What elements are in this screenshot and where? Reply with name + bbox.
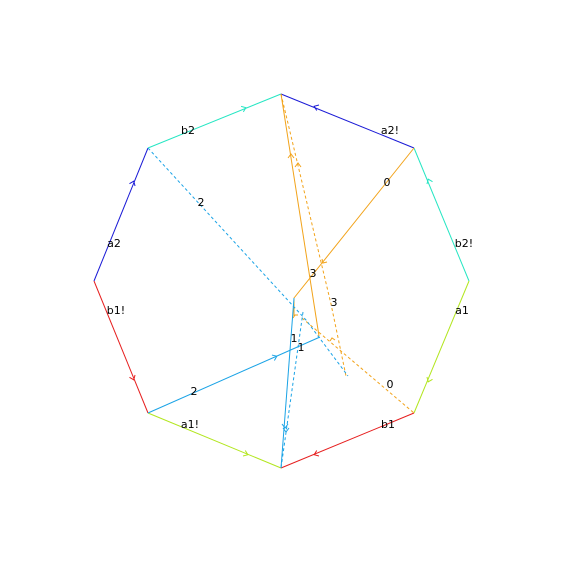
arrow-icon [426,178,433,185]
octagon [93,93,470,469]
edge-label-b2: b2 [181,124,195,137]
arrow-icon [313,450,320,457]
path-cyan-dashed [147,147,349,377]
path-label-2: 2 [198,196,205,209]
edge-arrows [129,104,433,457]
path-cyan-solid-2 [280,297,295,469]
arrow-icon [329,337,336,342]
path-cyan-dashed-2 [280,311,304,469]
edge-label-b1-inverse: b1! [107,304,125,317]
edge-label-a1: a1 [455,304,469,317]
cyan-paths [147,147,349,469]
arrow-icon [313,104,320,111]
path-label-1: 1 [291,332,298,345]
edge-a2-inverse [280,93,415,149]
edge-a2 [93,147,149,282]
arrow-icon [287,153,295,159]
edge-label-a2: a2 [107,237,121,250]
edge-b1-inverse [93,280,149,414]
edge-a1-inverse [147,412,282,469]
edge-a1 [413,280,470,414]
edge-b2 [147,93,282,149]
orange-paths [280,93,415,414]
arrow-icon [271,354,278,361]
arrow-icon [242,450,249,457]
arrow-icon [240,105,247,113]
edge-labels: b2 a2! b2! a1 b1 a1! b1! a2 [107,124,473,431]
path-label-1: 1 [298,341,305,354]
arrow-icon [129,180,136,187]
edge-label-a2-inverse: a2! [381,124,399,137]
arrow-icon [292,314,298,319]
path-label-3: 3 [310,267,317,280]
arrow-icon [321,258,328,264]
path-labels: 0 0 1 1 2 2 3 3 [191,176,394,398]
arrow-icon [281,423,289,429]
arrow-icon [129,374,136,381]
edge-label-b1: b1 [381,418,395,431]
edge-label-a1-inverse: a1! [181,418,199,431]
arrow-icon [282,427,290,433]
path-orange-dashed-2 [301,317,415,414]
path-cyan-solid [147,336,321,414]
arrow-icon [294,162,302,168]
arrow-icon [426,376,433,383]
path-label-0: 0 [387,378,394,391]
edge-b1 [280,412,415,469]
edge-label-b2-inverse: b2! [455,237,473,250]
path-label-0: 0 [384,176,391,189]
path-label-3: 3 [331,296,338,309]
path-orange-solid-2 [280,93,320,337]
path-label-2: 2 [191,385,198,398]
edge-b2-inverse [413,147,470,282]
